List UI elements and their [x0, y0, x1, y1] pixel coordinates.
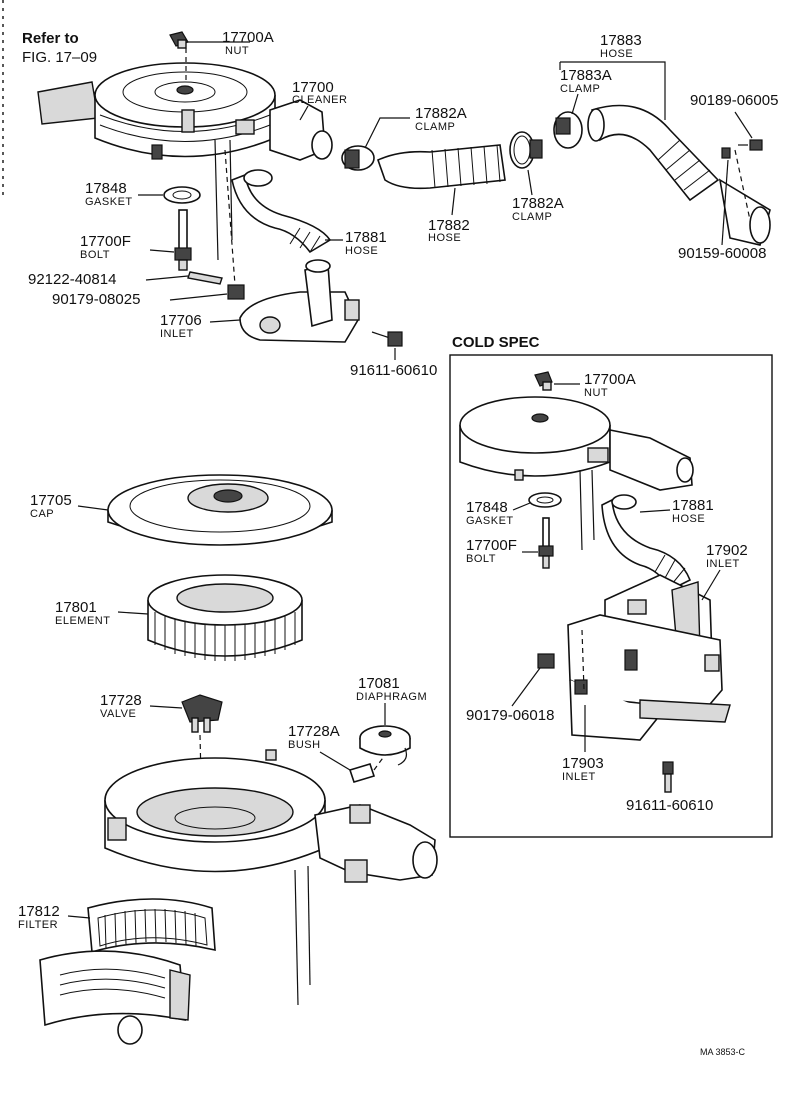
label-17881-pn: 17881 — [345, 229, 387, 246]
bolt-90189-icon — [738, 139, 763, 151]
label-17728a-name: BUSH — [288, 739, 321, 751]
figure-code: MA 3853-C — [700, 1047, 746, 1057]
air-cleaner-assembly — [94, 62, 333, 261]
label-17848-name: GASKET — [85, 196, 133, 208]
cs-cleaner-icon — [459, 396, 694, 551]
gasket-17848-icon — [163, 186, 201, 204]
label-17700-pn: 17700 — [292, 79, 334, 96]
cs-nut-90179-06018-icon — [537, 653, 555, 669]
element-17801-icon — [147, 574, 303, 661]
nut-90179-08025-icon — [227, 284, 245, 300]
stud-92122-icon — [187, 271, 223, 285]
label-90189-pn: 90189-06005 — [690, 92, 778, 109]
filter-cover-icon — [39, 950, 191, 1045]
cleaner-body-lower-icon — [104, 749, 438, 1006]
cs-gasket-icon — [528, 492, 562, 508]
label-17728-name: VALVE — [100, 708, 136, 720]
label-17706-name: INLET — [160, 328, 194, 340]
cs-label-17700f-pn: 17700F — [466, 537, 517, 554]
label-17881-name: HOSE — [345, 245, 378, 257]
cs-label-91611-pn: 91611-60610 — [626, 797, 713, 814]
diaphragm-17081-icon — [359, 725, 411, 766]
hose-17881-icon — [231, 169, 332, 254]
label-91611-upper-pn: 91611-60610 — [350, 362, 437, 379]
cs-bolt-17700f-icon — [538, 517, 554, 569]
label-17700-name: CLEANER — [292, 94, 347, 106]
clip-90159-icon — [721, 147, 731, 159]
cs-label-17700a-pn: 17700A — [584, 371, 636, 388]
label-17848-pn: 17848 — [85, 180, 127, 197]
clamp-17883a-icon — [553, 111, 583, 149]
clamp-17882a-lower-icon — [509, 131, 543, 169]
label-17700a-pn: 17700A — [222, 29, 274, 46]
label-17081-pn: 17081 — [358, 675, 400, 692]
cs-nut-17700a-icon — [534, 371, 553, 391]
label-17882-pn: 17882 — [428, 217, 470, 234]
cs-bolt-91611-icon — [662, 761, 674, 793]
label-17883-pn: 17883 — [600, 32, 642, 49]
cs-label-17881-name: HOSE — [672, 513, 705, 525]
cs-label-17902-pn: 17902 — [706, 542, 748, 559]
label-17700a-name: NUT — [225, 45, 249, 57]
cold-spec-title: COLD SPEC — [452, 334, 540, 351]
cs-label-17903-name: INLET — [562, 771, 596, 783]
label-17801-pn: 17801 — [55, 599, 97, 616]
nut-17700a-icon — [169, 31, 189, 49]
label-17812-name: FILTER — [18, 919, 58, 931]
cs-label-17700a-name: NUT — [584, 387, 608, 399]
label-17728a-pn: 17728A — [288, 723, 340, 740]
bolt-91611-upper-icon — [371, 331, 403, 347]
label-17812-pn: 17812 — [18, 903, 60, 920]
filter-17812-icon — [87, 898, 216, 954]
cs-label-17700f-name: BOLT — [466, 553, 496, 565]
label-17700f-name: BOLT — [80, 249, 110, 261]
label-17801-name: ELEMENT — [55, 615, 110, 627]
label-17883-name: HOSE — [600, 48, 633, 60]
bolt-17700f-icon — [174, 209, 192, 271]
label-17700f-pn: 17700F — [80, 233, 131, 250]
label-17883a-name: CLAMP — [560, 83, 600, 95]
clamp-17882a-upper-icon — [341, 145, 375, 171]
hose-17883-icon — [587, 104, 771, 246]
bush-17728a-icon — [348, 763, 376, 783]
cs-label-17902-name: INLET — [706, 558, 740, 570]
valve-17728-icon — [181, 694, 223, 733]
cs-inlet-17903-icon — [567, 614, 731, 741]
label-17882-name: HOSE — [428, 232, 461, 244]
refer-fig-text: FIG. 17–09 — [22, 49, 97, 66]
hose-17882-icon — [377, 144, 506, 190]
cs-label-17848-name: GASKET — [466, 515, 514, 527]
label-17882a-upper-pn: 17882A — [415, 105, 467, 122]
cs-label-90179-06018-pn: 90179-06018 — [466, 707, 554, 724]
label-17706-pn: 17706 — [160, 312, 202, 329]
cs-label-17903-pn: 17903 — [562, 755, 604, 772]
cs-label-17848-pn: 17848 — [466, 499, 508, 516]
label-92122-pn: 92122-40814 — [28, 271, 116, 288]
refer-duct-stub — [37, 81, 99, 125]
label-90159-pn: 90159-60008 — [678, 245, 766, 262]
label-17081-name: DIAPHRAGM — [356, 691, 427, 703]
refer-to-text: Refer to — [22, 30, 79, 47]
cold-spec-box — [449, 354, 773, 838]
label-17705-name: CAP — [30, 508, 54, 520]
cap-17705-icon — [107, 474, 333, 546]
label-17882a-upper-name: CLAMP — [415, 121, 455, 133]
cs-label-17881-pn: 17881 — [672, 497, 714, 514]
label-90179-08025-pn: 90179-08025 — [52, 291, 140, 308]
label-17882a-lower-pn: 17882A — [512, 195, 564, 212]
label-17728-pn: 17728 — [100, 692, 142, 709]
label-17705-pn: 17705 — [30, 492, 72, 509]
inlet-17706-icon — [239, 259, 360, 343]
label-17882a-lower-name: CLAMP — [512, 211, 552, 223]
label-17883a-pn: 17883A — [560, 67, 612, 84]
